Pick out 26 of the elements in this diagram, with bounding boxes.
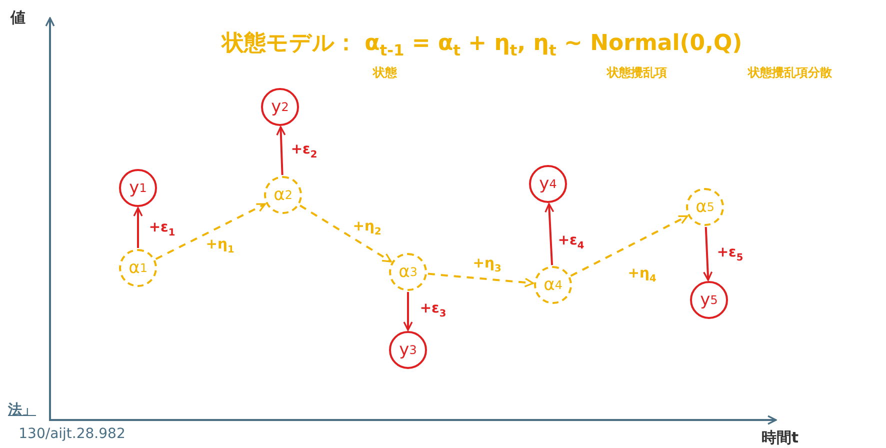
edge-label: +η$_{2}$: [352, 218, 382, 238]
edge-label: +η$_{4}$: [626, 266, 658, 284]
arrow: [276, 126, 286, 176]
arrow: [544, 203, 554, 266]
edge-label: +ε$_{4}$: [556, 232, 586, 252]
arrow: [570, 215, 688, 277]
axis-label: 値: [10, 8, 26, 28]
arrow: [133, 207, 143, 248]
arrow: [428, 272, 534, 288]
edge-label: +η$_{3}$: [472, 256, 502, 274]
state-caption: 状態: [373, 64, 397, 82]
axis-label: 時間t: [761, 428, 799, 448]
arrow: [300, 204, 392, 262]
edge-label: +ε$_{5}$: [716, 244, 744, 264]
arrow: [155, 203, 266, 260]
edge-label: +η$_{1}$: [204, 236, 236, 256]
citation-text: 法」: [8, 401, 36, 419]
edge-label: +ε$_{1}$: [148, 220, 176, 238]
arrow: [403, 292, 413, 331]
edge-label: +ε$_{2}$: [290, 142, 318, 160]
variance-caption: 状態攪乱項分散: [748, 64, 832, 82]
edge-label: +ε$_{3}$: [418, 300, 448, 320]
formula-title: 状態モデル： α$_{t-1}$ = α$_{t}$ + η$_{t}$, η$_{t}$ ~ Normal(0,Q): [222, 30, 742, 60]
disturbance-caption: 状態攪乱項: [607, 64, 667, 82]
arrow: [703, 226, 713, 281]
citation-text: 130/aijt.28.982: [18, 426, 126, 442]
